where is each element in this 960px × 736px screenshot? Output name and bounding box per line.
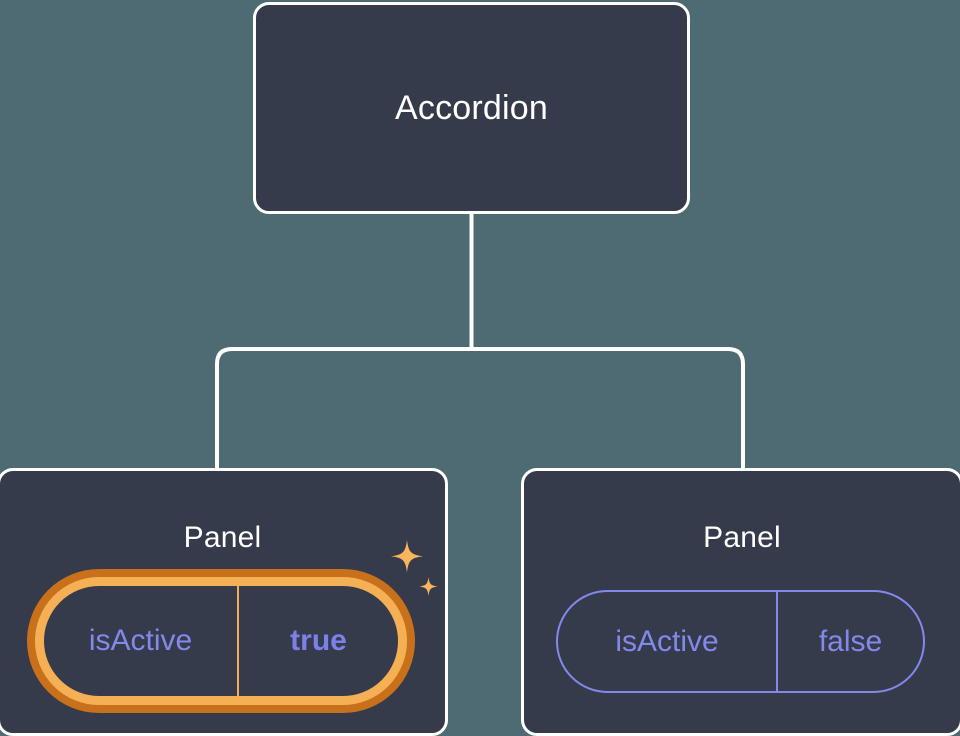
- node-title: Panel: [703, 521, 781, 554]
- prop-key: isActive: [615, 624, 719, 658]
- prop-pill-active[interactable]: isActive true: [35, 577, 407, 705]
- prop-pill-inactive[interactable]: isActive false: [556, 590, 925, 693]
- connector-bus-right: [471, 347, 745, 468]
- node-title: Panel: [183, 521, 262, 554]
- connector-bus-left: [215, 347, 472, 468]
- prop-key: isActive: [88, 624, 193, 657]
- node-accordion[interactable]: Accordion: [253, 2, 690, 214]
- node-title: Accordion: [395, 88, 548, 127]
- prop-value: false: [776, 592, 923, 691]
- panel-body: Panel: [524, 471, 960, 733]
- prop-value: true: [237, 586, 398, 696]
- panel-body: Panel: [0, 471, 445, 733]
